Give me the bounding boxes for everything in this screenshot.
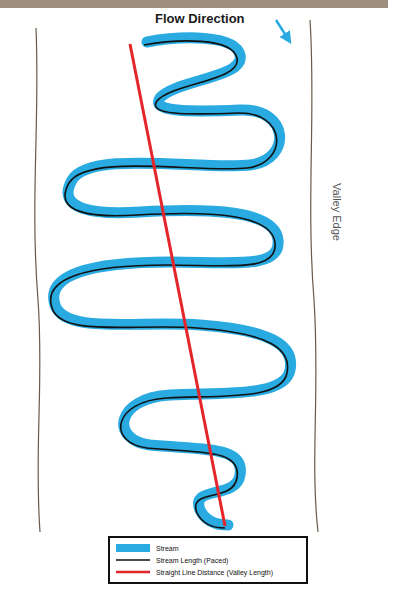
flow-arrow [276, 20, 290, 42]
valley-edge-left [35, 28, 40, 532]
legend-box: StreamStream Length (Paced) Straight Line… [108, 536, 308, 584]
valley-length-line [130, 44, 225, 526]
paced-length-line [51, 41, 288, 528]
legend-line [116, 559, 150, 561]
valley-edge-right [310, 20, 318, 532]
valley-edge-label: Valley Edge [331, 183, 343, 241]
legend-row: Stream [116, 542, 300, 554]
legend-line [116, 571, 150, 574]
top-bar [0, 0, 388, 8]
stream-channel [54, 38, 291, 525]
legend-row: Stream Length (Paced) [116, 554, 300, 566]
legend-text: Straight Line Distance (Valley Length) [156, 569, 273, 576]
legend-line-sample [116, 568, 150, 576]
legend-swatch [116, 544, 150, 552]
legend-row: Straight Line Distance (Valley Length) [116, 566, 300, 578]
flow-direction-label: Flow Direction [155, 11, 245, 26]
legend-line-sample [116, 556, 150, 564]
legend-text: Stream [156, 545, 179, 552]
legend-text: Stream Length (Paced) [156, 557, 228, 564]
stream [51, 38, 291, 528]
